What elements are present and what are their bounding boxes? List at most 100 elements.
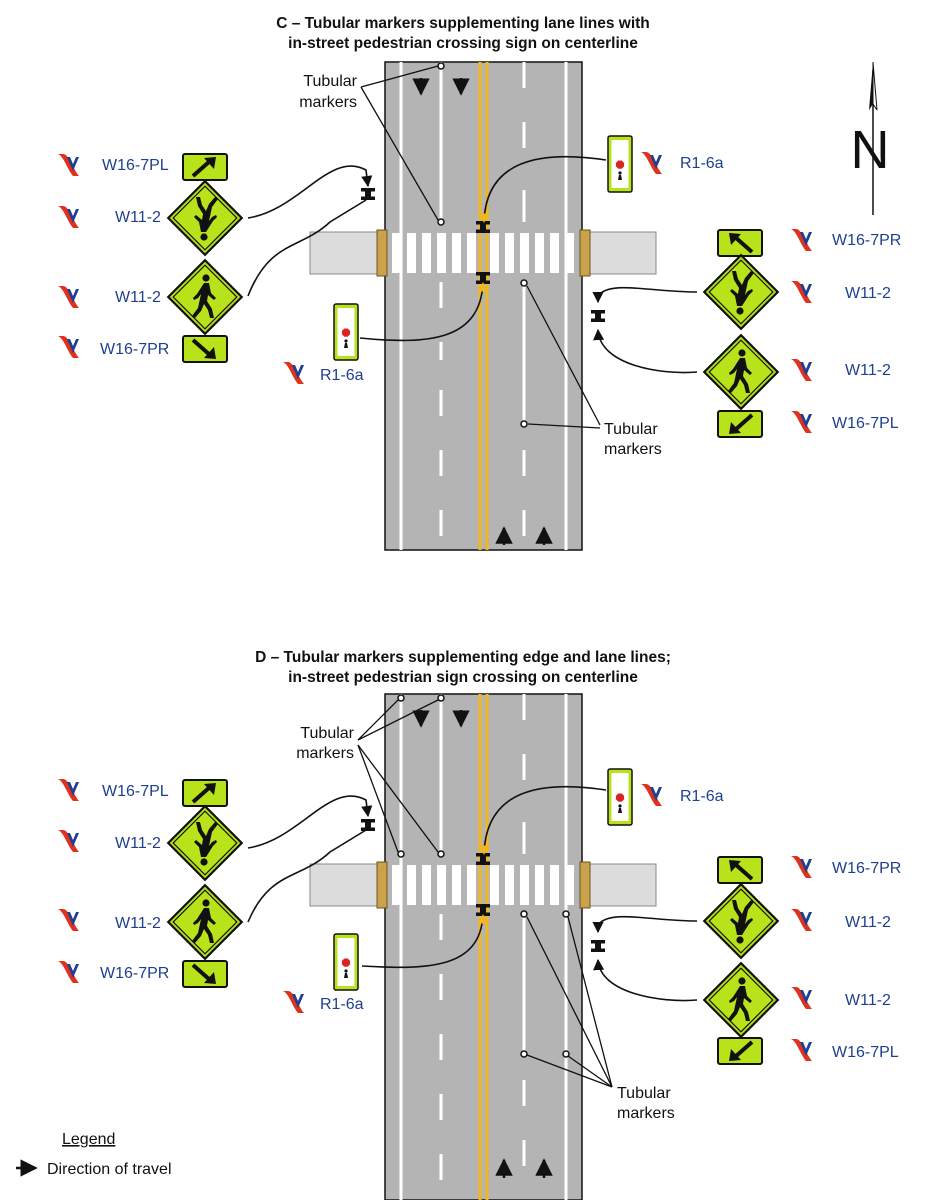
- tubular-marker: [520, 279, 528, 287]
- r1-6a-sign-icon: [333, 303, 359, 361]
- leader-line: [359, 282, 488, 342]
- logo-icon: [640, 152, 662, 174]
- sign-code-w11-2: W11-2: [115, 835, 161, 852]
- direction-arrows: [412, 78, 553, 545]
- logo-icon: [57, 779, 79, 801]
- leader-line: [247, 829, 367, 923]
- w16-7pl-plaque-icon: [181, 778, 229, 808]
- r1-6a-sign-icon: [607, 768, 633, 826]
- pedestrian-crossing-sign-icon: [167, 805, 243, 881]
- logo-icon: [57, 909, 79, 931]
- tubular-marker: [437, 694, 445, 702]
- w16-7pl-plaque-icon: [716, 409, 764, 439]
- curb-ramp-west: [376, 229, 388, 277]
- leader-line: [247, 199, 367, 297]
- sign-code-w11-2: W11-2: [115, 289, 161, 306]
- sign-code-w11-2: W11-2: [115, 209, 161, 226]
- direction-arrows: [412, 710, 553, 1178]
- w16-7pr-plaque-icon: [181, 334, 229, 364]
- tubular-marker: [437, 218, 445, 226]
- sign-code-w16-7pr: W16-7PR: [100, 965, 169, 982]
- logo-icon: [57, 154, 79, 176]
- sign-code-w16-7pr: W16-7PR: [832, 232, 901, 249]
- curb-ramp-east: [579, 861, 591, 909]
- panel-c-title-line2: in-street pedestrian crossing sign on ce…: [288, 35, 638, 52]
- panel-c-title-line1: C – Tubular markers supplementing lane l…: [276, 15, 650, 32]
- marker-label-bottom-1: Tubular: [617, 1085, 671, 1102]
- panel-d-title-line1: D – Tubular markers supplementing edge a…: [255, 649, 671, 666]
- north-arrow-icon: N: [851, 61, 890, 215]
- leader-line: [360, 65, 439, 88]
- tubular-marker: [437, 850, 445, 858]
- sign-code-r1-6a: R1-6a: [680, 788, 724, 805]
- tubular-marker: [397, 694, 405, 702]
- marker-label-top-1: Tubular: [300, 725, 354, 742]
- leader-lines-top: [357, 699, 439, 853]
- marker-label-top-2: markers: [299, 94, 357, 111]
- leader-line: [361, 914, 488, 969]
- pedestrian-crossing-sign-icon: [167, 259, 243, 335]
- panel-d: D – Tubular markers supplementing edge a…: [57, 649, 901, 1200]
- roadway: [384, 61, 583, 551]
- logo-icon: [640, 784, 662, 806]
- marker-label-bottom-2: markers: [604, 441, 662, 458]
- sign-code-w16-7pl: W16-7PL: [832, 1044, 899, 1061]
- legend: Legend Direction of travel: [16, 1131, 172, 1178]
- leader-line: [479, 785, 607, 855]
- pedestrian-crossing-sign-icon: [703, 254, 779, 330]
- logo-icon: [57, 830, 79, 852]
- logo-icon: [790, 281, 812, 303]
- pedestrian-crossing-sign-icon: [167, 180, 243, 256]
- leader-line: [593, 328, 698, 374]
- logo-icon: [57, 961, 79, 983]
- logo-icon: [790, 909, 812, 931]
- w16-7pr-plaque-icon: [716, 228, 764, 258]
- leader-line: [593, 958, 698, 1002]
- logo-icon: [790, 411, 812, 433]
- legend-direction-of-travel: Direction of travel: [47, 1161, 172, 1178]
- logo-icon: [282, 991, 304, 1013]
- logo-icon: [790, 856, 812, 878]
- north-label: N: [851, 120, 890, 180]
- tubular-marker: [520, 1050, 528, 1058]
- legend-title: Legend: [62, 1131, 115, 1148]
- marker-label-bottom-2: markers: [617, 1105, 675, 1122]
- pedestrian-crossing-sign-icon: [703, 334, 779, 410]
- w16-7pr-plaque-icon: [181, 959, 229, 989]
- tubular-markers: [437, 62, 528, 428]
- tubular-marker: [397, 850, 405, 858]
- leader-line: [247, 165, 373, 219]
- panel-c: C – Tubular markers supplementing lane l…: [57, 15, 901, 551]
- tubular-marker: [520, 910, 528, 918]
- r1-6a-sign-icon: [333, 933, 359, 991]
- sign-code-w11-2: W11-2: [845, 285, 891, 302]
- tubular-marker: [562, 910, 570, 918]
- w16-7pr-plaque-icon: [716, 855, 764, 885]
- sign-code-w16-7pl: W16-7PL: [102, 783, 169, 800]
- pedestrian-crossing-sign-icon: [703, 962, 779, 1038]
- curb-ramp-east: [579, 229, 591, 277]
- roadway: [384, 693, 583, 1200]
- logo-icon: [282, 362, 304, 384]
- sign-code-r1-6a: R1-6a: [320, 367, 364, 384]
- sign-code-w11-2: W11-2: [845, 914, 891, 931]
- sign-location-marker-icon: [591, 310, 605, 322]
- leader-line: [479, 155, 607, 223]
- sign-code-w16-7pr: W16-7PR: [100, 341, 169, 358]
- logo-icon: [790, 359, 812, 381]
- sign-code-r1-6a: R1-6a: [320, 996, 364, 1013]
- pedestrian-crossing-sign-icon: [167, 884, 243, 960]
- sign-code-w16-7pl: W16-7PL: [102, 157, 169, 174]
- sign-code-r1-6a: R1-6a: [680, 155, 724, 172]
- logo-icon: [57, 336, 79, 358]
- sign-location-marker-icon: [361, 188, 375, 200]
- sign-location-marker-icon: [591, 940, 605, 952]
- logo-icon: [790, 229, 812, 251]
- logo-icon: [790, 1039, 812, 1061]
- leader-line: [527, 423, 601, 429]
- leader-line: [592, 915, 698, 934]
- w16-7pl-plaque-icon: [716, 1036, 764, 1066]
- sign-code-w11-2: W11-2: [845, 362, 891, 379]
- leader-line: [592, 286, 698, 304]
- sign-code-w16-7pr: W16-7PR: [832, 860, 901, 877]
